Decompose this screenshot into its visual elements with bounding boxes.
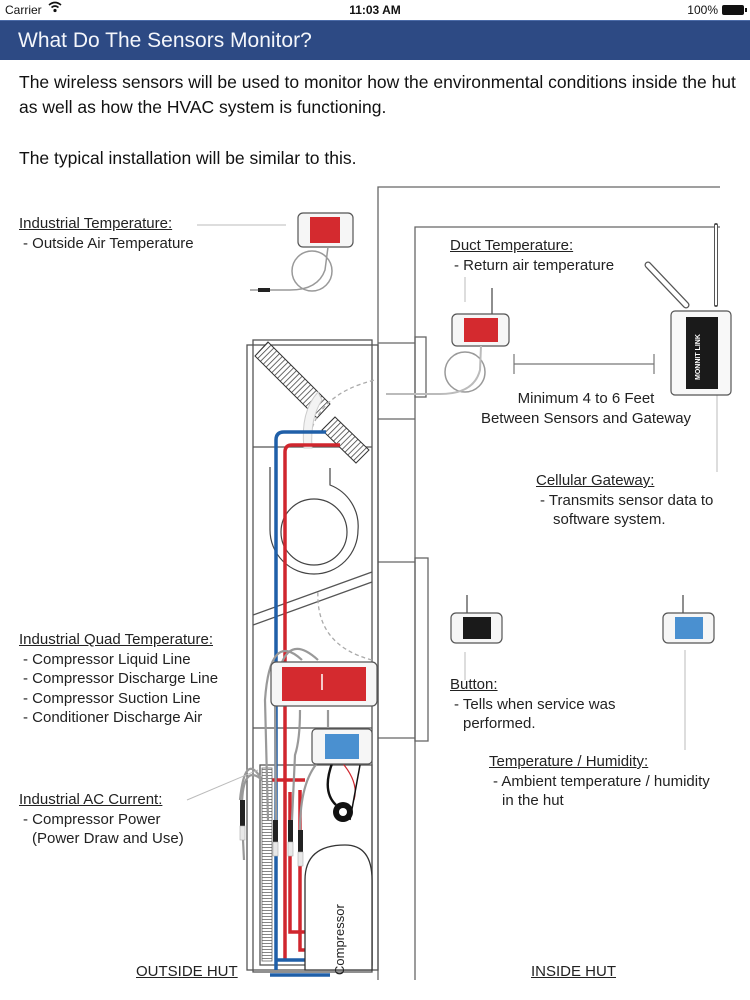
footer-inside-hut: INSIDE HUT bbox=[531, 963, 617, 980]
label-industrial-temperature: Industrial Temperature: - Outside Air Te… bbox=[19, 214, 194, 253]
battery-percent: 100% bbox=[687, 3, 718, 17]
label-cellular-gateway: Cellular Gateway: - Transmits sensor dat… bbox=[536, 471, 713, 530]
label-item: Between Sensors and Gateway bbox=[480, 409, 692, 427]
label-item: software system. bbox=[553, 511, 666, 528]
outside-temp-sensor bbox=[250, 212, 354, 292]
gateway-brand: MONNIT LINK bbox=[695, 334, 702, 380]
page-title: What Do The Sensors Monitor? bbox=[18, 29, 312, 52]
label-heading: Industrial Temperature: bbox=[19, 215, 173, 232]
label-button: Button: - Tells when service was perform… bbox=[450, 675, 615, 734]
label-item: - Transmits sensor data to bbox=[540, 491, 714, 509]
label-heading: Duct Temperature: bbox=[450, 237, 574, 254]
diagram-drawing: Compressor bbox=[186, 186, 732, 980]
compressor-label: Compressor bbox=[332, 904, 347, 975]
clock: 11:03 AM bbox=[349, 3, 401, 17]
probe-sheaths bbox=[239, 825, 304, 867]
footer-outside-hut: OUTSIDE HUT bbox=[136, 963, 238, 980]
label-item: - Conditioner Discharge Air bbox=[23, 709, 203, 726]
distance-bracket bbox=[513, 354, 655, 374]
installation-diagram: Compressor bbox=[0, 180, 750, 1000]
label-duct-temperature: Duct Temperature: - Return air temperatu… bbox=[450, 236, 614, 275]
label-industrial-ac-current: Industrial AC Current: - Compressor Powe… bbox=[19, 790, 184, 849]
intro-paragraph: The wireless sensors will be used to mon… bbox=[19, 72, 736, 117]
probe-tips bbox=[240, 800, 303, 852]
label-item: performed. bbox=[463, 715, 536, 732]
quad-temp-sensor bbox=[270, 661, 378, 707]
temp-humidity-sensor bbox=[662, 595, 715, 644]
battery-icon bbox=[722, 5, 747, 15]
status-bar: Carrier 11:03 AM 100% bbox=[0, 0, 750, 20]
label-item: - Compressor Discharge Line bbox=[23, 670, 219, 687]
label-heading: Button: bbox=[450, 676, 498, 693]
label-item: - Return air temperature bbox=[454, 256, 615, 274]
label-item: - Compressor Power bbox=[23, 810, 161, 828]
ac-current-sensor bbox=[311, 728, 373, 765]
label-item: Minimum 4 to 6 Feet bbox=[517, 390, 655, 407]
label-item: - Ambient temperature / humidity bbox=[493, 772, 710, 790]
label-item: (Power Draw and Use) bbox=[32, 830, 184, 847]
cellular-gateway bbox=[644, 223, 732, 396]
blower bbox=[269, 467, 359, 575]
airflow-arrow bbox=[302, 391, 323, 449]
current-clamp bbox=[326, 755, 361, 822]
intro-text: The wireless sensors will be used to mon… bbox=[19, 70, 739, 171]
label-item: - Compressor Suction Line bbox=[23, 689, 201, 707]
label-item: - Tells when service was bbox=[454, 695, 616, 713]
label-heading: Temperature / Humidity: bbox=[489, 753, 649, 770]
intro-paragraph: The typical installation will be similar… bbox=[19, 148, 357, 168]
label-distance-note: Minimum 4 to 6 Feet Between Sensors and … bbox=[473, 389, 699, 428]
button-sensor bbox=[450, 595, 503, 644]
label-item: in the hut bbox=[502, 792, 564, 809]
label-heading: Industrial Quad Temperature: bbox=[19, 631, 213, 648]
wifi-icon bbox=[48, 1, 62, 16]
label-temperature-humidity: Temperature / Humidity: - Ambient temper… bbox=[489, 752, 710, 811]
label-item: - Outside Air Temperature bbox=[23, 234, 194, 252]
hut-wall bbox=[377, 186, 720, 980]
compressor bbox=[304, 844, 373, 971]
carrier-label: Carrier bbox=[5, 3, 42, 17]
airflow-arrow bbox=[307, 379, 376, 661]
nav-bar: What Do The Sensors Monitor? bbox=[0, 20, 750, 60]
label-item: - Compressor Liquid Line bbox=[23, 650, 191, 668]
label-industrial-quad-temperature: Industrial Quad Temperature: - Compresso… bbox=[19, 630, 218, 728]
label-heading: Cellular Gateway: bbox=[536, 472, 655, 489]
filter bbox=[254, 341, 370, 464]
label-heading: Industrial AC Current: bbox=[19, 791, 163, 808]
duct-temp-sensor bbox=[386, 288, 510, 395]
